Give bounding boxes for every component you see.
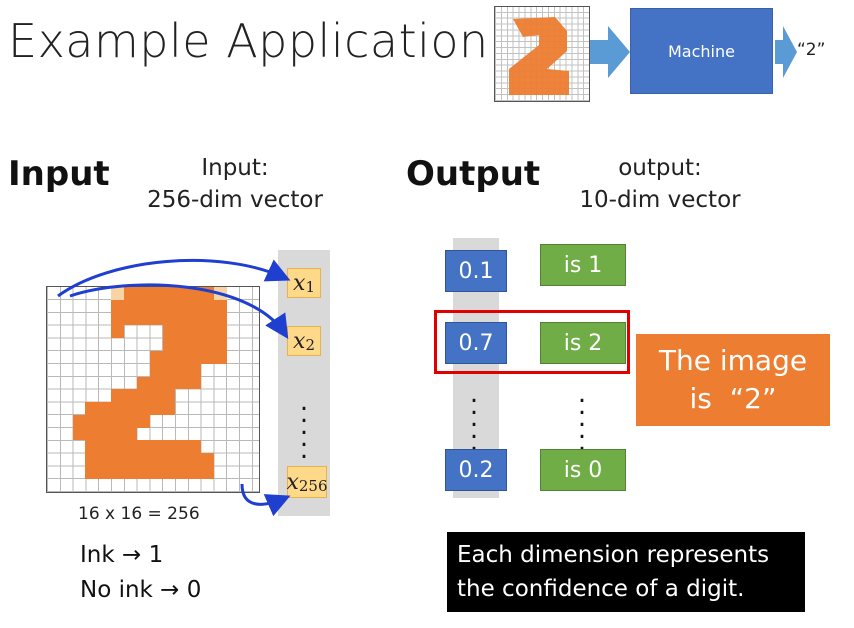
machine-output-label: “2” — [797, 40, 826, 60]
arrow-to-x256 — [240, 483, 291, 517]
vector-element-x256-sub: 256 — [298, 477, 328, 495]
result-line1: The image — [658, 344, 808, 377]
small-digit-image — [494, 6, 590, 102]
ink-legend-line2: No ink → 0 — [80, 577, 202, 603]
vector-element-x1-sub: 1 — [305, 278, 315, 296]
output-caption-line1: output: — [618, 155, 702, 181]
confidence-note: Each dimension represents the confidence… — [447, 532, 805, 612]
machine-box: Machine — [630, 8, 773, 94]
vector-element-x256-var: x — [286, 469, 299, 495]
output-label-2: is 2 — [540, 322, 626, 364]
vector-ellipsis: ..... — [299, 387, 309, 465]
output-value-3: 0.2 — [445, 449, 507, 491]
input-caption-line2: 256-dim vector — [147, 187, 323, 213]
vector-element-x2-sub: 2 — [305, 336, 315, 354]
vector-element-x1-var: x — [293, 270, 306, 296]
arrow-to-x2 — [69, 283, 289, 340]
arrow-from-machine-icon — [775, 26, 797, 78]
input-caption: Input: 256-dim vector — [130, 152, 340, 216]
output-value-ellipsis: ..... — [469, 379, 479, 457]
digit-image-grid — [46, 286, 260, 493]
output-label-3: is 0 — [540, 449, 626, 491]
output-caption-line2: 10-dim vector — [579, 187, 741, 213]
grid-size-label: 16 x 16 = 256 — [78, 504, 200, 524]
ink-legend-line1: Ink → 1 — [80, 542, 164, 568]
page-title: Example Application — [8, 14, 489, 68]
input-heading: Input — [8, 154, 110, 194]
input-caption-line1: Input: — [201, 155, 269, 181]
output-label-ellipsis: ..... — [577, 379, 587, 457]
digit-two-shape — [73, 287, 227, 479]
output-value-1: 0.1 — [445, 250, 507, 292]
result-line2: is “2” — [689, 382, 777, 415]
output-value-2: 0.7 — [445, 322, 507, 364]
arrow-to-machine-icon — [590, 26, 630, 78]
output-heading: Output — [406, 154, 541, 194]
confidence-note-line1: Each dimension represents — [457, 542, 770, 568]
arrow-to-x1 — [57, 258, 291, 298]
result-box: The image is “2” — [636, 334, 830, 426]
small-digit-two-shape — [509, 17, 569, 95]
highlight-box — [434, 310, 630, 374]
vector-element-x2-var: x — [293, 328, 306, 354]
confidence-note-line2: the confidence of a digit. — [457, 576, 745, 602]
ink-legend: Ink → 1 No ink → 0 — [80, 538, 201, 608]
output-caption: output: 10-dim vector — [560, 152, 760, 216]
output-label-1: is 1 — [540, 244, 626, 286]
